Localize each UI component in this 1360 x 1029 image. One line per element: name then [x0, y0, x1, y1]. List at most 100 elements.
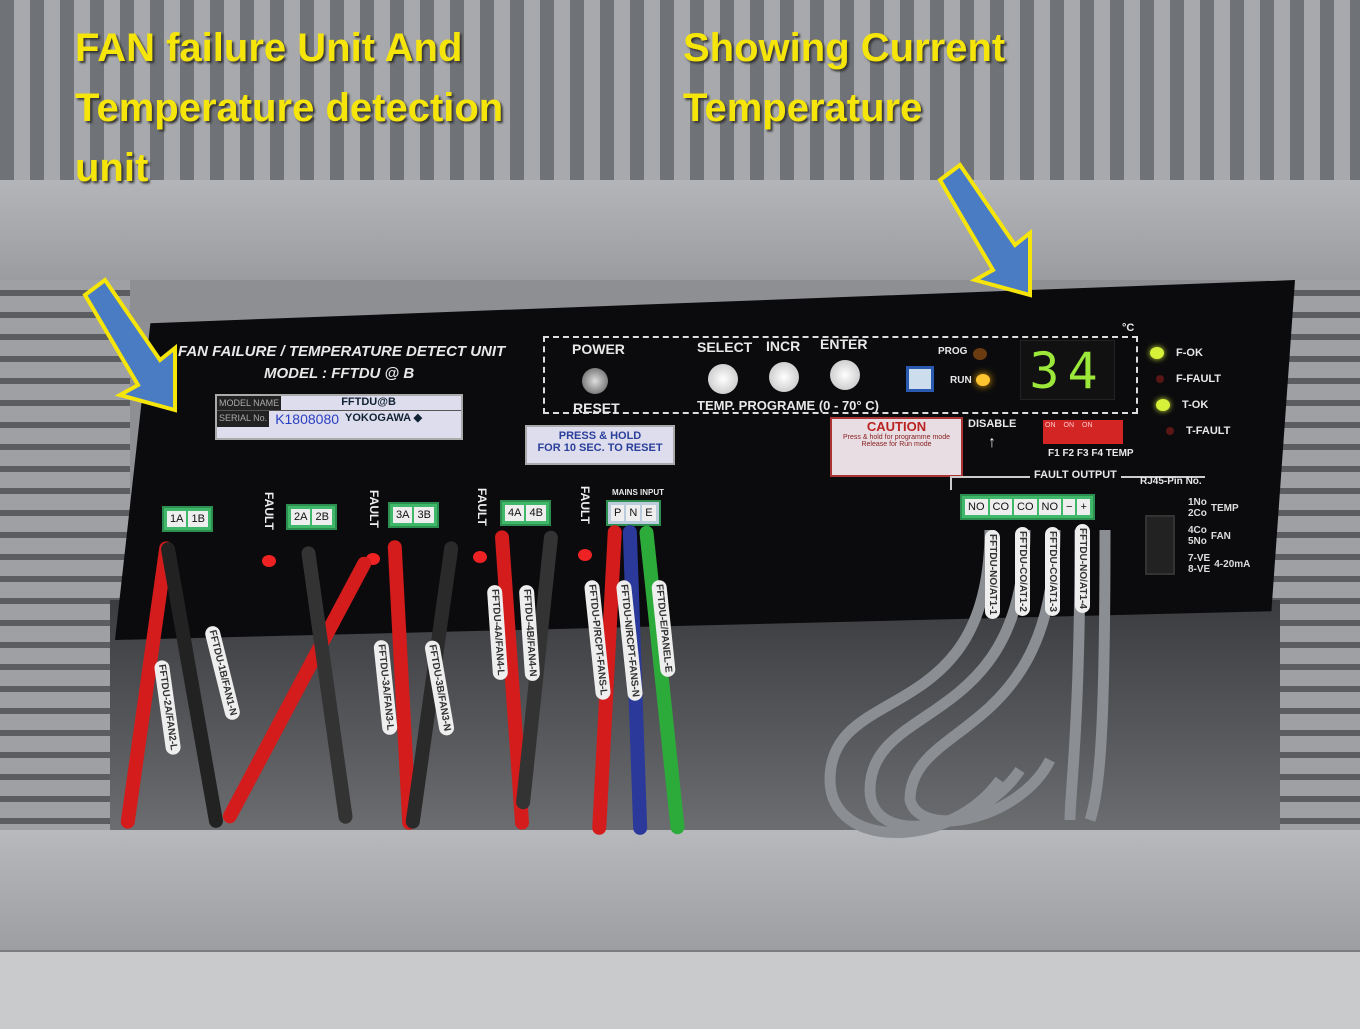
rj45-pin: 7-VE [1188, 553, 1211, 564]
disable-label: DISABLE [968, 418, 1017, 430]
f-fault-label: F-FAULT [1176, 373, 1222, 385]
nameplate-label: MODEL NAME [217, 396, 282, 410]
din-rail [0, 950, 1360, 1029]
rj45-pin: 5No [1188, 536, 1207, 547]
annotation-line: Temperature [683, 86, 923, 130]
arrow-left-icon [82, 277, 177, 413]
terminal-label: 1A [167, 511, 187, 527]
fan3-fault-led [473, 551, 487, 563]
wire-tag: FFTDU-NO/AT1-4 [1075, 524, 1090, 613]
terminal-label: 1B [188, 511, 208, 527]
caution-label: CAUTION Press & hold for programme mode … [830, 417, 963, 477]
display-unit: °C [1122, 322, 1135, 334]
terminal-label: 2B [312, 509, 332, 525]
unit-title: FAN FAILURE / TEMPERATURE DETECT UNIT [178, 343, 506, 360]
power-reset-button[interactable] [582, 368, 608, 394]
duct-cover [0, 180, 1360, 280]
dip-on-label: ON [1045, 422, 1056, 429]
prog-led [973, 348, 987, 360]
maker: YOKOGAWA ◆ [345, 412, 423, 424]
annotation-right: Showing Current Temperature [683, 18, 1005, 138]
rj45-group: 4-20mA [1214, 558, 1251, 570]
rj45-pin: 1No [1188, 497, 1207, 508]
fault-output-label: FAULT OUTPUT [1030, 469, 1121, 481]
unit-model: MODEL : FFTDU @ B [264, 365, 415, 382]
rj45-group: FAN [1210, 530, 1231, 542]
model-name: FFTDU@B [341, 396, 396, 408]
terminal-label: 4A [505, 505, 525, 521]
power-label: POWER [572, 341, 625, 357]
dip-labels: F1 F2 F3 F4 TEMP [1048, 448, 1134, 459]
select-button[interactable] [708, 364, 738, 394]
temp-programme-label: TEMP. PROGRAME (0 - 70° C) [697, 398, 879, 413]
f-ok-label: F-OK [1176, 347, 1203, 359]
f-fault-led [1156, 375, 1164, 383]
wire-tag: FFTDU-CO/AT1-3 [1045, 527, 1060, 616]
enter-label: ENTER [820, 336, 868, 352]
terminal-label: P [611, 505, 625, 521]
arrow-up-icon: ↑ [988, 434, 996, 451]
fault-label: FAULT [367, 490, 381, 528]
prog-label: PROG [938, 346, 968, 357]
enter-button[interactable] [830, 360, 860, 390]
terminal-label: N [626, 505, 641, 521]
status-leds: F-OK F-FAULT T-OK T-FAULT [1150, 340, 1230, 444]
terminal-label: NO [1038, 499, 1061, 515]
t-ok-led [1156, 399, 1170, 411]
terminal-label: CO [1014, 499, 1037, 515]
caution-line: Press & hold for programme mode [843, 434, 950, 441]
annotation-line: Showing Current [683, 26, 1006, 70]
terminal-label: 4B [526, 505, 546, 521]
rj45-pin: 4Co [1188, 525, 1207, 536]
cable-tray [110, 600, 1280, 840]
terminal-label: + [1077, 499, 1090, 515]
t-ok-label: T-OK [1182, 399, 1209, 411]
fault-label: FAULT [262, 492, 276, 530]
mains-input-label: MAINS INPUT [612, 488, 664, 497]
wire-tag: FFTDU-NO/AT1-1 [985, 530, 1000, 619]
terminal-label: NO [965, 499, 988, 515]
reset-note-line: FOR 10 SEC. TO RESET [537, 442, 663, 454]
caution-line: Release for Run mode [861, 441, 932, 448]
fan1-fault-led [262, 555, 276, 567]
rj45-group: TEMP [1210, 502, 1239, 514]
annotation-line: FAN failure Unit And [75, 26, 463, 70]
serial-number: K1808080 [275, 411, 340, 427]
fault-label: FAULT [475, 488, 489, 526]
fault-output-cables [824, 530, 1111, 838]
serial-label: SERIAL No. [217, 411, 270, 427]
run-label: RUN [950, 375, 972, 386]
control-panel-border [543, 336, 1138, 414]
temperature-display: 34 [1020, 340, 1115, 400]
terminal-label: 3A [393, 507, 413, 523]
rj45-port[interactable] [1145, 515, 1175, 575]
annotation-line: unit [75, 146, 149, 190]
annotation-left: FAN failure Unit And Temperature detecti… [75, 18, 503, 198]
rj45-title: RJ45-Pin No. [1140, 476, 1202, 487]
lower-duct [0, 830, 1360, 950]
f-ok-led [1150, 347, 1164, 359]
mode-switch[interactable] [906, 366, 934, 392]
incr-button[interactable] [769, 362, 799, 392]
run-led [976, 374, 990, 386]
reset-label: RESET [573, 400, 620, 416]
fan4-fault-led [578, 549, 592, 561]
dip-on-label: ON [1063, 422, 1075, 429]
nameplate: MODEL NAME FFTDU@B SERIAL No. K1808080 YOKO… [215, 394, 463, 440]
fault-label: FAULT [578, 486, 592, 524]
terminal-label: E [642, 505, 656, 521]
terminal-label: 2A [291, 509, 311, 525]
t-fault-label: T-FAULT [1186, 425, 1231, 437]
incr-label: INCR [766, 338, 801, 354]
annotation-line: Temperature detection [75, 86, 504, 130]
t-fault-led [1166, 427, 1174, 435]
reset-note-line: PRESS & HOLD [558, 430, 642, 442]
